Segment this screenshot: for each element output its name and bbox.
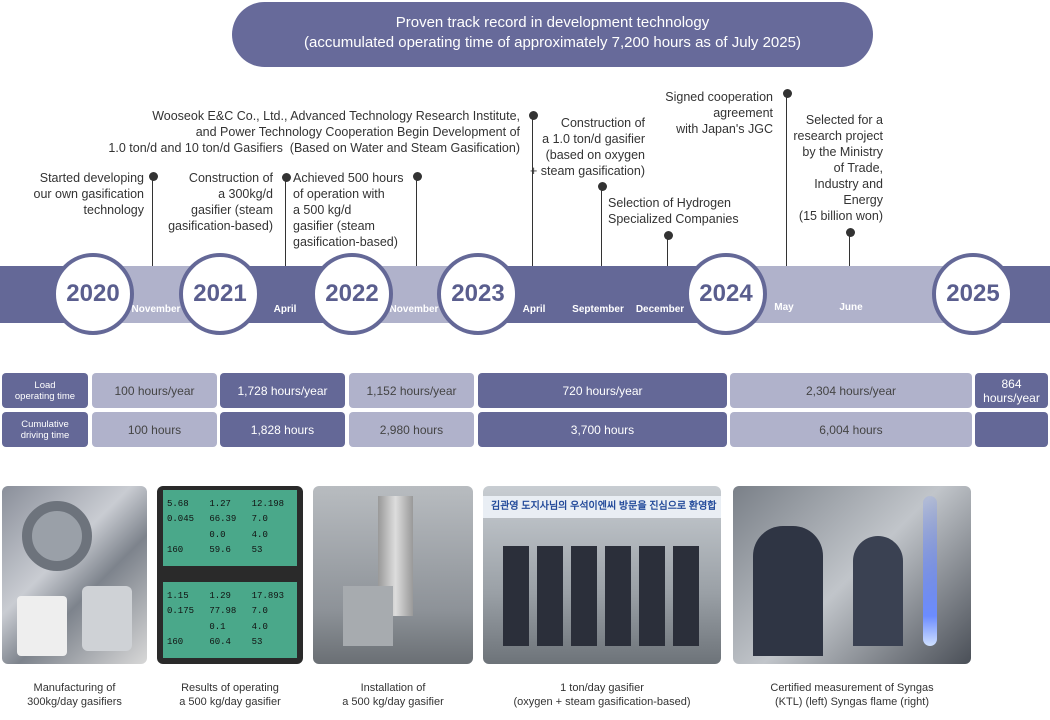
screen-value: 7.0 — [251, 606, 268, 617]
cumulative-cell: 2,980 hours — [349, 412, 474, 447]
load-cell: 720 hours/year — [478, 373, 727, 408]
caption: 1 ton/day gasifier (oxygen + steam gasif… — [513, 682, 691, 708]
month-label: May — [774, 302, 794, 313]
header-line-1: Proven track record in development techn… — [395, 14, 710, 31]
cumulative-cell: 100 hours — [92, 412, 217, 447]
month-label: September — [572, 304, 624, 315]
month-label: April — [273, 304, 297, 315]
month-label: June — [839, 302, 863, 313]
marker-dot — [529, 111, 538, 120]
marker-dot — [413, 172, 422, 181]
screen-value: 77.98 — [209, 606, 237, 617]
event-2021-500h: Achieved 500 hours of operation with a 5… — [293, 171, 404, 249]
marker-dot — [783, 89, 792, 98]
cumulative-cell: 1,828 hours — [220, 412, 345, 447]
cumulative-cell — [975, 412, 1048, 447]
month-label: November — [131, 304, 181, 315]
screen-bottom: 1.15 1.29 17.893 0.175 77.98 7.0 0.1 4.0 160 6… — [163, 582, 297, 658]
cumulative-cell: 3,700 hours — [478, 412, 727, 447]
screen-value: 1.27 — [209, 499, 231, 509]
leader-line — [152, 176, 153, 266]
load-cell: 100 hours/year — [92, 373, 217, 408]
event-2024-jgc: Signed cooperation agreement with Japan'… — [665, 90, 773, 136]
load-cell: 2,304 hours/year — [730, 373, 972, 408]
leader-line — [601, 186, 602, 266]
photo-syngas-measurement — [733, 486, 971, 664]
marker-dot — [598, 182, 607, 191]
welcome-banner: 김관영 도지사님의 우석이엔씨 방문을 진심으로 환영합 — [483, 496, 721, 518]
leader-line — [786, 93, 787, 266]
year-2025: 2025 — [932, 253, 1014, 335]
load-cell: 1,728 hours/year — [220, 373, 345, 408]
screen-value: 60.4 — [209, 636, 231, 647]
cumulative-cell: 6,004 hours — [730, 412, 972, 447]
year-2022: 2022 — [311, 253, 393, 335]
leader-line — [532, 115, 533, 266]
screen-value: 7.0 — [251, 514, 268, 525]
timeline-band — [478, 266, 726, 323]
leader-line — [667, 235, 668, 266]
year-2021: 2021 — [179, 253, 261, 335]
caption: Certified measurement of Syngas (KTL) (l… — [770, 682, 934, 708]
event-2023-1ton: Construction of a 1.0 ton/d gasifier (ba… — [530, 116, 645, 178]
photo-operating-results: 5.68 1.27 12.198 0.045 66.39 7.0 0.0 4.0 160 5… — [157, 486, 303, 664]
screen-value: 17.893 — [251, 591, 285, 601]
screen-value: 0.0 — [209, 529, 226, 540]
year-2020: 2020 — [52, 253, 134, 335]
marker-dot — [149, 172, 158, 181]
marker-dot — [282, 173, 291, 182]
row-label-load: Load operating time — [2, 373, 88, 408]
leader-line — [416, 176, 417, 266]
screen-top: 5.68 1.27 12.198 0.045 66.39 7.0 0.0 4.0 160 5… — [163, 490, 297, 566]
event-2020-start: Started developing our own gasification … — [33, 171, 144, 217]
event-2021-300kg: Construction of a 300kg/d gasifier (stea… — [168, 171, 273, 233]
screen-value: 53 — [251, 544, 263, 555]
month-label: April — [522, 304, 546, 315]
screen-value: 0.1 — [209, 621, 226, 632]
screen-value: 53 — [251, 636, 263, 647]
load-cell: 1,152 hours/year — [349, 373, 474, 408]
month-label: November — [389, 304, 439, 315]
photo-gasifier-manufacturing — [2, 486, 147, 664]
year-2024: 2024 — [685, 253, 767, 335]
header-banner: Proven track record in development techn… — [232, 2, 873, 67]
event-2023-hydrogen: Selection of Hydrogen Specialized Compan… — [608, 196, 739, 226]
event-2024-ministry: Selected for a research project by the M… — [793, 113, 883, 223]
timeline-band — [726, 266, 973, 323]
screen-value: 1.29 — [209, 591, 231, 601]
screen-value: 1.15 — [167, 591, 189, 601]
event-2023-wooseok: Wooseok E&C Co., Ltd., Advanced Technolo… — [108, 109, 520, 155]
marker-dot — [664, 231, 673, 240]
year-2023: 2023 — [437, 253, 519, 335]
screen-value: 59.6 — [209, 544, 231, 555]
screen-value: 5.68 — [167, 499, 189, 509]
row-label-cumulative: Cumulative driving time — [2, 412, 88, 447]
marker-dot — [846, 228, 855, 237]
screen-value: 4.0 — [251, 529, 268, 540]
month-label: December — [635, 304, 685, 315]
screen-value: 66.39 — [209, 514, 237, 525]
screen-value: 12.198 — [251, 499, 285, 509]
caption: Installation of a 500 kg/day gasifier — [342, 682, 444, 708]
caption: Manufacturing of 300kg/day gasifiers — [27, 682, 122, 708]
load-cell: 864 hours/year — [975, 373, 1048, 408]
photo-gasifier-installation — [313, 486, 473, 664]
screen-value: 160 — [167, 636, 184, 647]
leader-line — [285, 177, 286, 266]
photo-1ton-gasifier: 김관영 도지사님의 우석이엔씨 방문을 진심으로 환영합 — [483, 486, 721, 664]
screen-value: 0.175 — [167, 606, 195, 617]
screen-value: 4.0 — [251, 621, 268, 632]
leader-line — [849, 232, 850, 266]
screen-value: 160 — [167, 544, 184, 555]
header-line-2: (accumulated operating time of approxima… — [304, 34, 801, 51]
caption: Results of operating a 500 kg/day gasifi… — [179, 682, 281, 708]
screen-value: 0.045 — [167, 514, 195, 525]
